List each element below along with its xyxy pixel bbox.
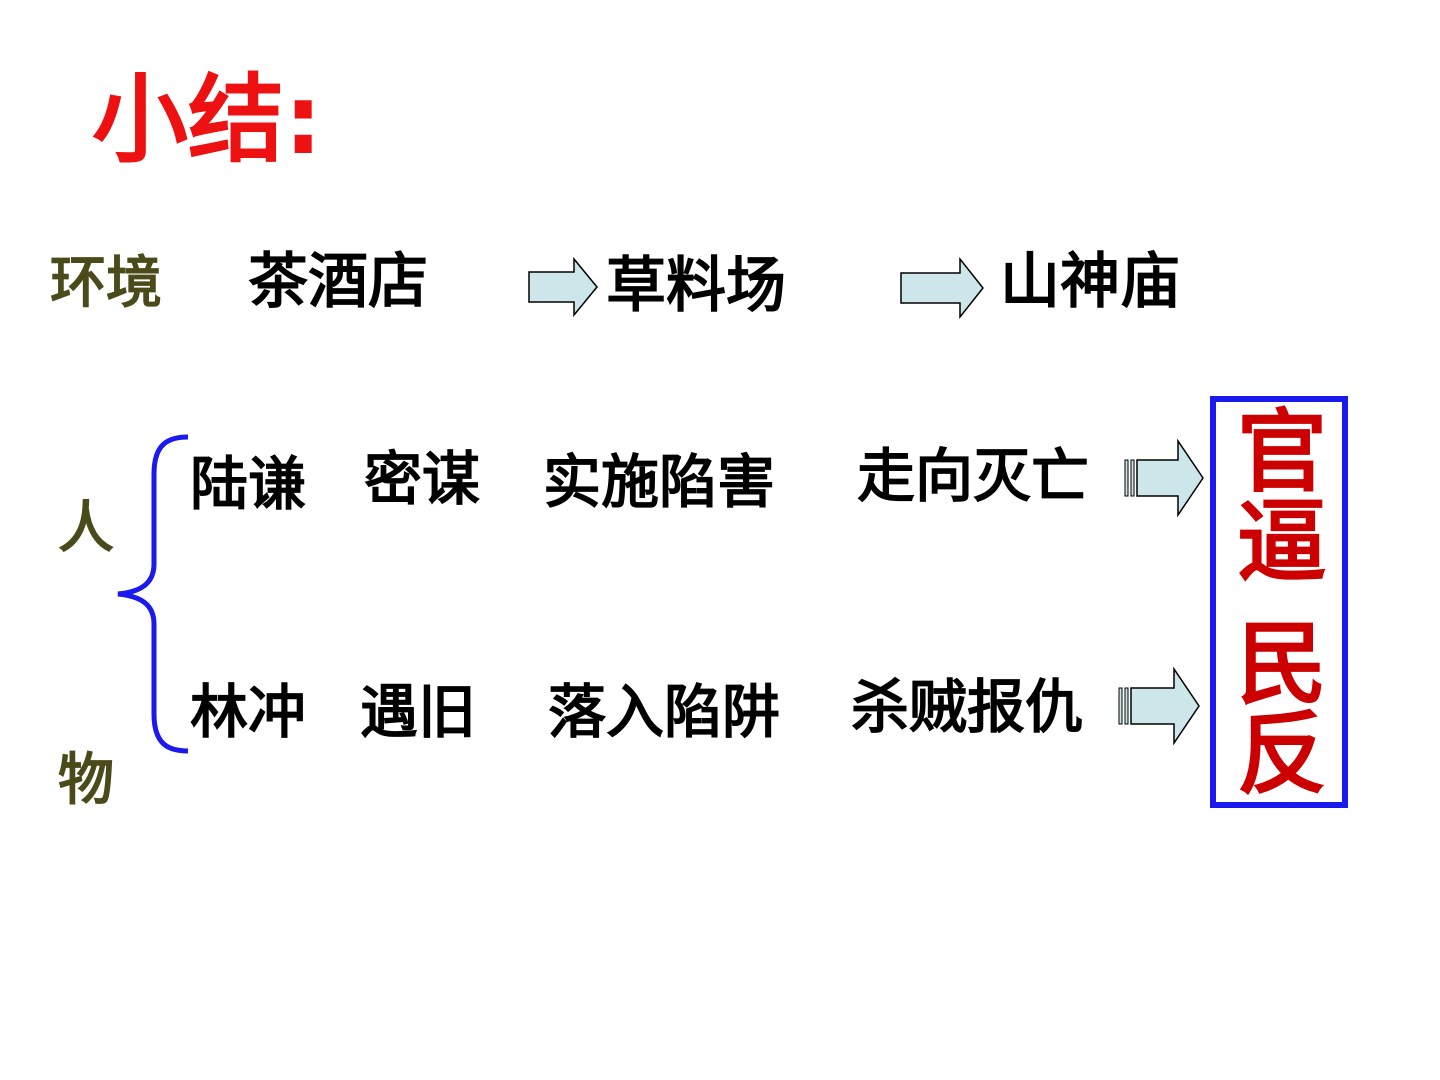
characters-label-bottom: 物	[58, 747, 114, 813]
step-doom: 走向灭亡	[857, 442, 1090, 510]
characters-label-top: 人	[58, 495, 114, 561]
step-revenge: 杀贼报仇	[851, 673, 1084, 741]
arrow-right-icon	[900, 256, 984, 320]
curly-brace	[117, 434, 189, 754]
step-frame: 实施陷害	[543, 448, 776, 516]
conclusion-part2: 民反	[1221, 616, 1326, 796]
page-title: 小结:	[92, 64, 323, 176]
arrow-right-icon	[1124, 438, 1204, 518]
place-tea-wine-shop: 茶酒店	[248, 247, 428, 317]
conclusion-part1: 官逼	[1221, 404, 1326, 584]
arrow-right-icon	[528, 256, 598, 318]
conclusion-box	[1210, 396, 1348, 808]
step-conspire: 密谋	[364, 445, 481, 513]
place-fodder-yard: 草料场	[606, 251, 786, 321]
arrow-right-icon	[1118, 666, 1200, 746]
step-meet-old-friend: 遇旧	[360, 678, 477, 746]
step-fall-into-trap: 落入陷阱	[548, 678, 781, 746]
place-mountain-temple: 山神庙	[1000, 247, 1180, 317]
character-name-linchong: 林冲	[190, 678, 307, 746]
environment-label: 环境	[50, 250, 162, 316]
character-name-luqian: 陆谦	[190, 450, 307, 518]
